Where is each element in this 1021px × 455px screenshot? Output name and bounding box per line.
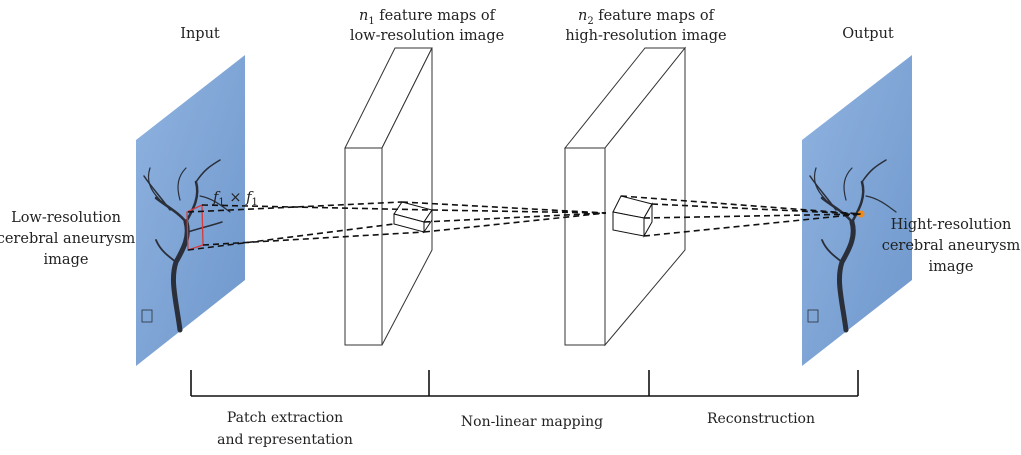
n2-title-line1: n2 feature maps of [578,8,716,27]
high-res-label-line1: Hight-resolution [891,217,1012,233]
stage-patch-line1: Patch extraction [227,410,343,426]
n2-title-line2: high-resolution image [565,28,726,44]
stage-nonlinear: Non-linear mapping [461,414,603,430]
proj-line-4 [202,231,425,246]
proj-line-12 [643,213,862,237]
proj-line-5 [431,209,607,214]
output-marker-box [807,309,819,323]
high-res-label-line3: image [929,259,974,275]
n1-title-line1: n1 feature maps of [359,8,497,27]
proj-line-7 [423,212,607,223]
block2-patch-cube [612,195,653,238]
n1-title-line2: low-resolution image [350,28,504,44]
proj-line-10 [651,203,862,215]
output-image [802,55,912,366]
proj-line-8 [423,212,607,233]
input-marker-box [141,309,153,323]
proj-line-1 [187,201,403,213]
stage-bracket [190,370,859,397]
high-res-label-line2: cerebral aneurysm [882,238,1021,254]
proj-line-3 [187,223,395,251]
input-label: Input [180,26,220,42]
projection-lines [187,195,862,251]
block2-front-face [564,147,606,346]
feature-map-block-1 [344,47,433,346]
input-image [136,55,245,366]
feature-map-block-2 [563,46,687,347]
filter-size-label: f1 × f1 [212,190,258,208]
low-res-label-line3: image [44,252,89,268]
low-res-label-line2: cerebral aneurysm [0,231,136,247]
proj-line-9 [620,195,862,215]
stage-reconstruction: Reconstruction [707,411,815,427]
stage-patch-line2: and representation [217,432,353,448]
low-res-label-line1: Low-resolution [11,210,121,226]
proj-line-11 [643,213,862,219]
output-vessels [809,159,897,333]
proj-line-2 [201,204,433,211]
proj-line-6 [401,201,607,214]
output-label: Output [842,26,894,42]
block1-front-face [344,147,383,346]
